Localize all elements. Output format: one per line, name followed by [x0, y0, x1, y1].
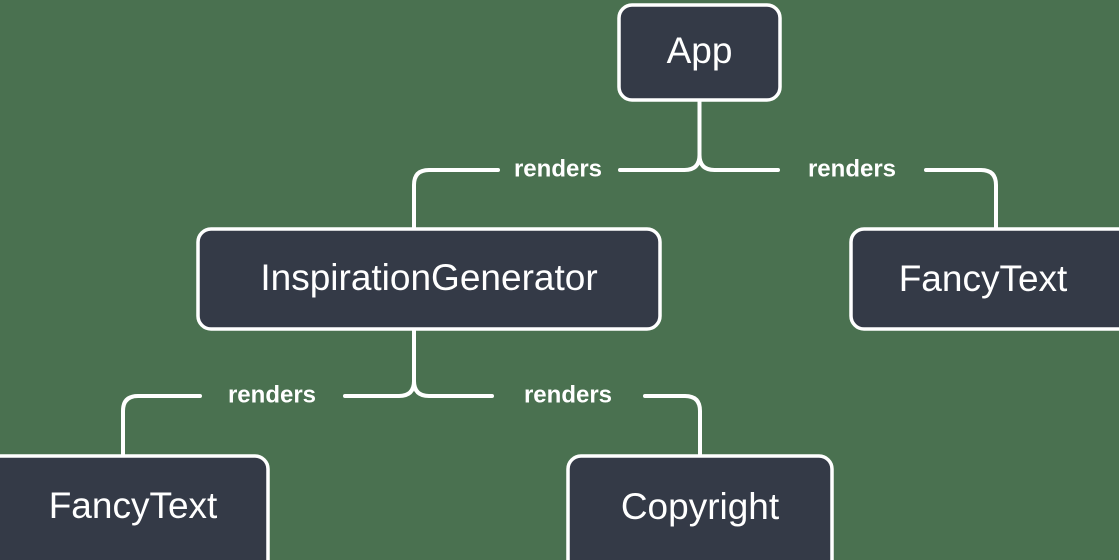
- edge-label-app-to-fancytext-right: renders: [808, 155, 896, 182]
- edge-inspiration-generator-to-copyright: [412, 327, 702, 458]
- edge-segment-stem: [697, 98, 780, 172]
- edge-segment-stem: [618, 98, 702, 172]
- node-copyright-box[interactable]: [566, 454, 834, 560]
- node-fancytext-right[interactable]: FancyText: [849, 227, 1119, 331]
- node-layer: App InspirationGenerator FancyText Fancy…: [0, 3, 1119, 560]
- node-app-label: App: [667, 30, 733, 71]
- edge-segment-tail: [121, 394, 202, 458]
- edge-label-inspiration-generator-to-fancytext-bottom: renders: [228, 381, 316, 408]
- node-fancytext-right-box[interactable]: [849, 227, 1119, 331]
- node-copyright[interactable]: Copyright: [566, 454, 834, 560]
- edge-segment-stem: [412, 327, 494, 398]
- node-app-box[interactable]: [617, 3, 782, 102]
- node-inspiration-generator-box[interactable]: [196, 227, 662, 331]
- edge-label-inspiration-generator-to-copyright: renders: [524, 381, 612, 408]
- edge-segment-stem: [343, 327, 416, 398]
- node-inspiration-generator[interactable]: InspirationGenerator: [196, 227, 662, 331]
- node-inspiration-generator-label: InspirationGenerator: [260, 257, 597, 298]
- edge-segment-tail: [924, 168, 998, 231]
- edge-segment-tail: [643, 394, 702, 458]
- edge-label-app-to-inspiration-generator: renders: [514, 155, 602, 182]
- node-fancytext-bottom[interactable]: FancyText: [0, 454, 270, 560]
- edge-layer: [121, 98, 998, 458]
- node-fancytext-bottom-label: FancyText: [49, 485, 218, 526]
- node-app[interactable]: App: [617, 3, 782, 102]
- node-fancytext-right-label: FancyText: [899, 258, 1068, 299]
- edge-label-layer: renders renders renders renders: [228, 155, 896, 408]
- node-fancytext-bottom-box[interactable]: [0, 454, 270, 560]
- edge-app-to-fancytext-right: [697, 98, 998, 231]
- node-copyright-label: Copyright: [621, 486, 780, 527]
- edge-segment-tail: [412, 168, 500, 231]
